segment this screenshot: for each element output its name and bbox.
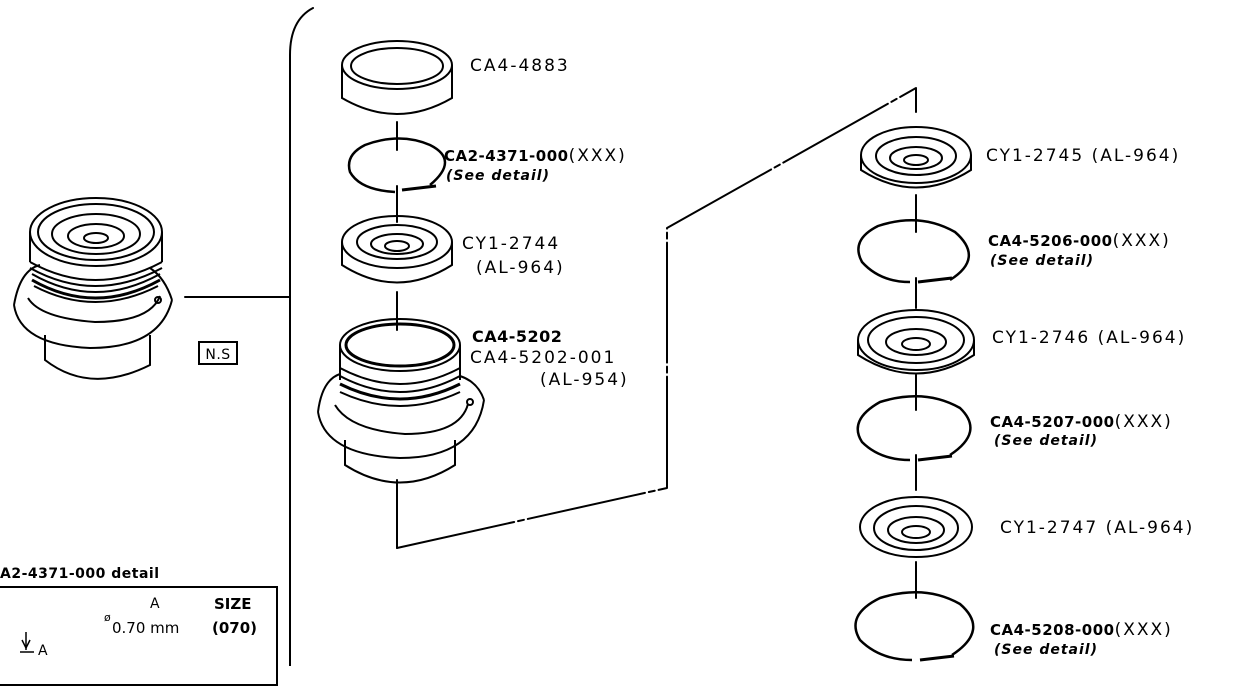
material: (XXX)	[568, 146, 627, 166]
label-ca4-5206-000: CA4-5206-000(XXX)	[988, 233, 1171, 250]
part-number: CY1-2745	[986, 146, 1085, 166]
part-number: CA2-4371-000	[444, 147, 569, 165]
part-ca4-5208-drawing	[854, 590, 975, 662]
note-ca4-5208-000: (See detail)	[994, 642, 1098, 658]
label-cy1-2747: CY1-2747 (AL-964)	[1000, 520, 1194, 537]
part-number: CA4-5208-000	[990, 621, 1115, 639]
part-cy1-2746-drawing	[857, 309, 975, 375]
material: (AL-964)	[1105, 518, 1195, 538]
part-ca4-5206-drawing	[857, 218, 971, 284]
part-number: CA4-5206-000	[988, 232, 1113, 250]
label-ca4-5202: CA4-5202	[472, 327, 563, 346]
part-ca4-4883-drawing	[341, 40, 453, 115]
detail-dimension-sketch	[20, 632, 34, 653]
label-ca4-5208-000: CA4-5208-000(XXX)	[990, 622, 1173, 639]
label-ca4-5202-001: CA4-5202-001	[470, 348, 617, 368]
part-number: CY1-2747	[1000, 518, 1099, 538]
part-cy1-2745-drawing	[860, 126, 972, 189]
stack-connector	[396, 87, 917, 549]
note-ca4-5207-000: (See detail)	[994, 433, 1098, 449]
label-cy1-2744: CY1-2744	[462, 234, 561, 254]
label-cy1-2745: CY1-2745 (AL-964)	[986, 148, 1180, 165]
part-ca4-5207-drawing	[856, 394, 972, 462]
exploded-parts-diagram	[13, 7, 975, 666]
label-ca4-5207-000: CA4-5207-000(XXX)	[990, 414, 1173, 431]
part-ca2-4371-drawing	[347, 137, 447, 194]
part-number: CA4-5207-000	[990, 413, 1115, 431]
detail-col-a: A	[150, 596, 160, 612]
detail-dim-symbol: ø	[104, 611, 111, 624]
note-ca2-4371-000: (See detail)	[446, 168, 550, 184]
detail-dim-label: A	[38, 643, 48, 659]
material-cy1-2744: (AL-964)	[476, 258, 565, 278]
material: (XXX)	[1112, 231, 1171, 251]
label-cy1-2746: CY1-2746 (AL-964)	[992, 330, 1186, 347]
ns-label: N.S	[198, 341, 238, 365]
part-number: CA4-4883	[470, 56, 570, 76]
detail-title: A2-4371-000 detail	[0, 566, 160, 582]
note-ca4-5206-000: (See detail)	[990, 253, 1094, 269]
part-ca4-5202-drawing	[317, 318, 485, 484]
label-ca4-4883: CA4-4883	[470, 58, 570, 75]
detail-col-size: SIZE	[214, 595, 252, 613]
part-number: CY1-2746	[992, 328, 1091, 348]
material: (XXX)	[1114, 620, 1173, 640]
material: (AL-964)	[1091, 146, 1181, 166]
detail-value: 0.70 mm	[112, 619, 180, 637]
assembled-unit-drawing	[13, 197, 173, 380]
material: (XXX)	[1114, 412, 1173, 432]
part-cy1-2744-drawing	[341, 215, 453, 284]
material: (AL-964)	[1097, 328, 1187, 348]
label-ca2-4371-000: CA2-4371-000(XXX)	[444, 148, 627, 165]
group-bracket	[289, 7, 314, 666]
detail-size: (070)	[212, 619, 258, 637]
part-cy1-2747-drawing	[859, 496, 973, 558]
material-ca4-5202: (AL-954)	[540, 370, 629, 390]
